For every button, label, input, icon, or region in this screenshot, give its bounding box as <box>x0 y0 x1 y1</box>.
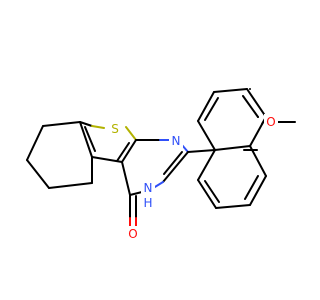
naphthalene-bottom-ring <box>197 145 267 209</box>
nh-nitrogen-label: N <box>144 181 153 195</box>
naphthalene-top-ring <box>197 88 267 151</box>
cyclohexane-ring <box>26 121 93 189</box>
sulfur-atom-label: S <box>111 122 119 136</box>
molecule-structure: S N N H O O <box>26 88 296 242</box>
carbonyl-oxygen-label: O <box>128 227 137 241</box>
methoxy-oxygen-label: O <box>266 115 275 129</box>
atom-labels: S N N H O O <box>108 114 278 242</box>
nitrogen-atom-label: N <box>172 134 181 148</box>
thiophene-ring <box>79 121 137 184</box>
nh-hydrogen-label: H <box>143 196 152 210</box>
carbonyl-group <box>129 194 137 229</box>
aryl-link-bond <box>187 149 216 153</box>
